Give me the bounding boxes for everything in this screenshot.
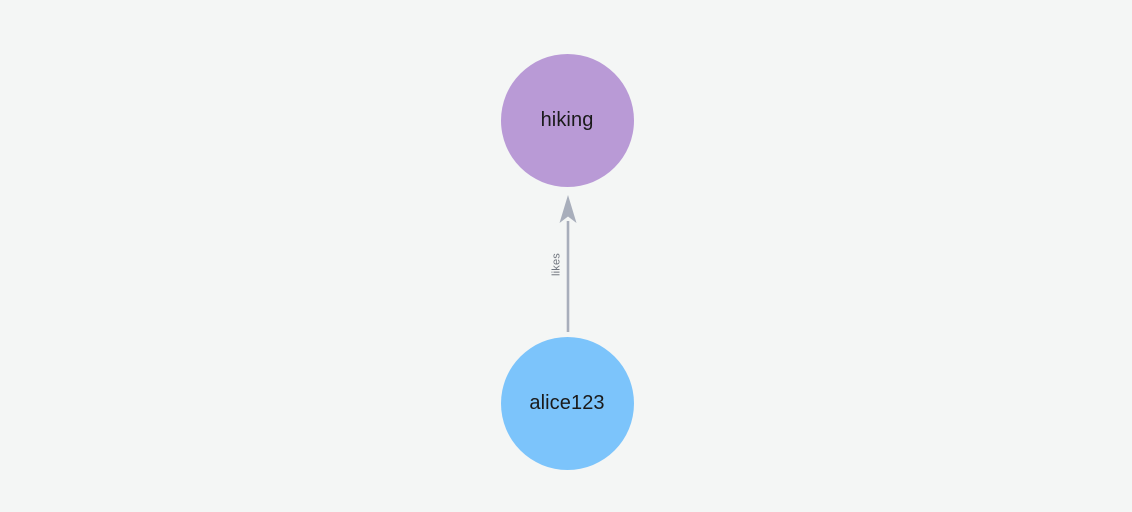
arrowhead-up-icon [559, 195, 577, 223]
graph-node-alice123[interactable]: alice123 [500, 336, 634, 470]
edge-label-likes: likes [550, 253, 563, 277]
graph-node-hiking[interactable]: hiking [500, 53, 634, 187]
node-label: alice123 [529, 392, 605, 414]
node-label: hiking [540, 109, 594, 131]
edge-likes[interactable] [559, 195, 577, 332]
